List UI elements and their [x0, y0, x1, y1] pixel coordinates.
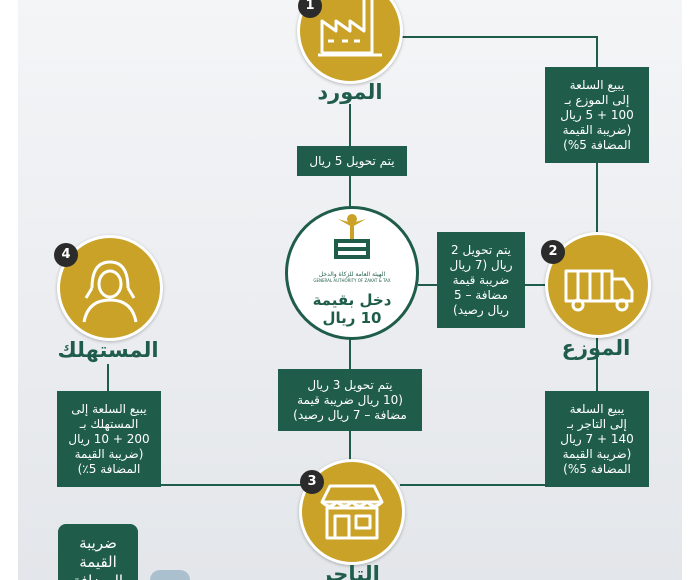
box-line: مضافة – 5 — [454, 287, 508, 302]
box-line: 200 + 10 ريال — [68, 431, 150, 446]
box-line: يبيع السلعة — [569, 77, 625, 92]
vat-logo-line-3: المضافة — [58, 572, 138, 580]
retailer-number-badge: 3 — [300, 470, 324, 494]
supplier-transfer-box: يتم تحويل 5 ريال — [297, 146, 407, 176]
box-line: ريال رصيد) — [453, 302, 509, 317]
box-line: (ضريبة القيمة — [562, 446, 632, 461]
box-line: يتم تحويل 5 ريال — [309, 153, 395, 168]
income-label: دخل بقيمة 10 ريال — [288, 291, 416, 327]
box-line: المضافة 5%) — [563, 461, 631, 476]
vat-logo-line-1: ضريبة — [79, 534, 117, 552]
distributor-number-badge: 2 — [541, 240, 565, 264]
box-line: إلى التاجر بـ — [567, 416, 627, 431]
connector-top — [400, 36, 597, 38]
box-line: 100 + 5 ريال — [560, 107, 634, 122]
income-line-2: 10 ريال — [322, 309, 382, 327]
distributor-title: الموزع — [561, 336, 631, 360]
supplier-number-badge: 1 — [298, 0, 322, 18]
box-line: (10 ريال ضريبة قيمة — [297, 392, 403, 407]
supplier-title: المورد — [317, 80, 383, 104]
authority-name-arabic: الهيئة العامة للزكاة والدخل — [318, 271, 386, 278]
box-line: يبيع السلعة — [569, 401, 625, 416]
truck-icon — [564, 269, 634, 312]
box-line: إلى الموزع بـ — [564, 92, 630, 107]
box-line: (ضريبة القيمة — [74, 446, 144, 461]
box-line: يبيع السلعة إلى — [71, 401, 147, 416]
sale-to-distributor-box: يبيع السلعة إلى الموزع بـ 100 + 5 ريال (… — [545, 67, 649, 163]
distributor-transfer-box: يتم تحويل 2 ريال (7 ريال ضريبة قيمة مضاف… — [437, 232, 525, 328]
box-line: المضافة 5%) — [563, 137, 631, 152]
box-line: المضافة 5٪) — [77, 461, 141, 476]
box-line: ضريبة قيمة — [452, 272, 510, 287]
box-line: ريال (7 ريال — [449, 257, 513, 272]
authority-name-english: GENERAL AUTHORITY OF ZAKAT & TAX — [313, 278, 391, 283]
income-line-1: دخل بقيمة — [312, 291, 392, 309]
decorative-cloud-icon — [150, 570, 190, 580]
zakat-authority-logo-icon — [334, 214, 370, 259]
consumer-title: المستهلك — [57, 338, 159, 362]
retailer-title: التاجر — [320, 562, 380, 580]
connector-bottom-left — [107, 484, 302, 486]
box-line: مضافة – 7 ريال رصيد) — [293, 407, 407, 422]
box-line: (ضريبة القيمة — [562, 122, 632, 137]
consumer-number-badge: 4 — [54, 243, 78, 267]
vat-logo-line-2: القيمة — [79, 553, 117, 571]
box-line: المستهلك بـ — [79, 416, 139, 431]
person-icon — [82, 260, 138, 323]
box-line: يتم تحويل 3 ريال — [307, 377, 393, 392]
box-line: 140 + 7 ريال — [560, 431, 634, 446]
sale-to-retailer-box: يبيع السلعة إلى التاجر بـ 140 + 7 ريال (… — [545, 391, 649, 487]
retailer-transfer-box: يتم تحويل 3 ريال (10 ريال ضريبة قيمة مضا… — [278, 369, 422, 431]
distributor-node — [545, 232, 651, 338]
connector-bottom-right — [400, 484, 597, 486]
vat-logo: ضريبة القيمة المضافة — [58, 524, 138, 580]
store-icon — [320, 484, 384, 540]
sale-to-consumer-box: يبيع السلعة إلى المستهلك بـ 200 + 10 ريا… — [57, 391, 161, 487]
authority-center: الهيئة العامة للزكاة والدخل GENERAL AUTH… — [285, 206, 419, 340]
box-line: يتم تحويل 2 — [451, 242, 511, 257]
factory-icon — [318, 0, 382, 57]
